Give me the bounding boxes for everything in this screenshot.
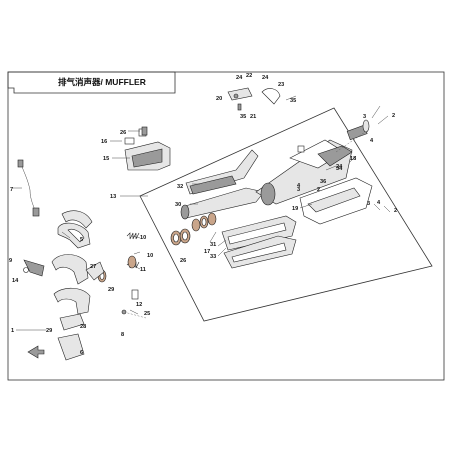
- callout-36: 36: [320, 179, 326, 185]
- callout-35: 35: [240, 114, 246, 120]
- callout-25: 25: [144, 311, 150, 317]
- callout-33: 33: [210, 254, 216, 260]
- callout-7: 7: [10, 187, 13, 193]
- muffler-heat-shield: [299, 177, 373, 225]
- callout-29b: 29: [46, 328, 52, 334]
- top-fasteners: [141, 126, 305, 153]
- callout-15: 15: [103, 156, 109, 162]
- callout-8: 8: [121, 332, 124, 338]
- muffler-assembly-group: [139, 107, 433, 322]
- callout-14: 14: [12, 278, 19, 284]
- gasket-rings: [170, 212, 217, 246]
- callout-16: 16: [101, 139, 107, 145]
- title-box: [7, 71, 176, 94]
- callout-3: 3: [363, 114, 366, 120]
- callout-30: 30: [175, 202, 181, 208]
- callout-1: 1: [11, 328, 14, 334]
- callout-13: 13: [110, 194, 116, 200]
- callout-24: 24: [236, 75, 243, 81]
- callout-9: 9: [9, 258, 12, 264]
- callout-4b: 4: [377, 200, 381, 206]
- top-bracket-assembly: [227, 87, 281, 111]
- callout-6: 6: [80, 350, 83, 356]
- callout-19: 19: [292, 206, 298, 212]
- leader-lines: [12, 95, 391, 331]
- callout-3c: 3: [367, 201, 370, 207]
- tail-pipe: [335, 119, 370, 153]
- callout-10b: 10: [147, 253, 153, 259]
- springs: [126, 232, 140, 269]
- orientation-arrow-icon: [27, 345, 45, 359]
- callout-4: 4: [370, 138, 374, 144]
- oxygen-sensor: [17, 159, 40, 217]
- callout-31: 31: [210, 242, 216, 248]
- callout-29: 29: [108, 287, 114, 293]
- callout-26: 26: [120, 130, 126, 136]
- callout-23: 23: [278, 82, 284, 88]
- callout-32: 32: [177, 184, 183, 190]
- callout-20: 20: [216, 96, 222, 102]
- callout-2: 2: [392, 113, 395, 119]
- callout-34: 34: [336, 166, 343, 172]
- mid-pipe-sections: [221, 215, 297, 269]
- callout-5: 5: [80, 237, 83, 243]
- callout-26b: 26: [180, 258, 186, 264]
- callout-3b: 3: [297, 187, 300, 193]
- callout-24c: 24: [336, 164, 343, 170]
- callout-2b: 2: [394, 208, 397, 214]
- diagram-title: 排气消声器/ MUFFLER: [58, 77, 146, 87]
- diagram-frame: [7, 71, 445, 381]
- callout-10: 10: [140, 235, 146, 241]
- callout-17: 17: [204, 249, 210, 255]
- callout-24b: 24: [262, 75, 269, 81]
- callout-27: 27: [90, 264, 96, 270]
- muffler-body: [255, 139, 353, 206]
- callout-12: 12: [136, 302, 142, 308]
- callout-2c: 2: [317, 187, 320, 193]
- callout-labels: 1 2 2 2 3 3 3 4 4 4 5 6 7 8 9 10 10 11 1…: [9, 73, 397, 356]
- callout-28: 28: [80, 324, 86, 330]
- callout-21: 21: [250, 114, 256, 120]
- front-exhaust-pipes: [51, 210, 107, 361]
- catalyst-pipe: [180, 149, 265, 220]
- callout-22: 22: [246, 73, 252, 79]
- hardware-clips: [23, 259, 147, 319]
- callout-11: 11: [140, 267, 146, 273]
- callout-35b: 35: [290, 98, 296, 104]
- callout-18: 18: [350, 156, 356, 162]
- callout-4c: 4: [297, 183, 301, 189]
- heat-shield-bracket: [124, 128, 171, 171]
